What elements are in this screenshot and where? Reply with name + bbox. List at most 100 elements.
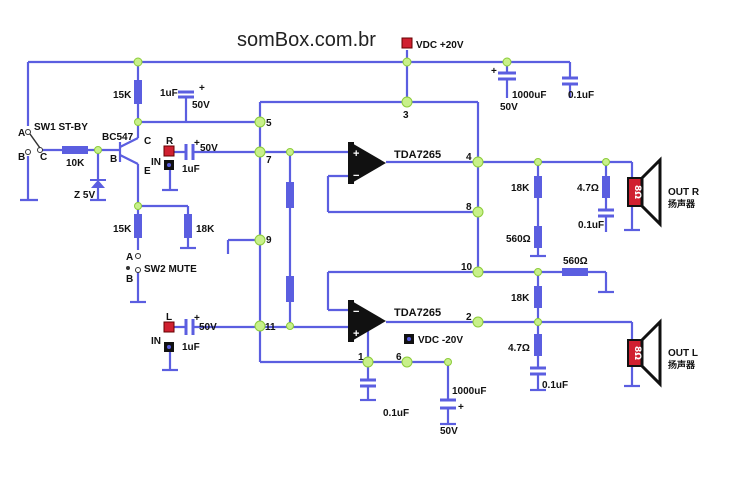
resistor-15k-mid bbox=[134, 214, 142, 238]
resistor-feedback-r bbox=[286, 182, 294, 208]
sw1-contact-a[interactable] bbox=[25, 129, 31, 135]
label-cap-in-r-v: 50V bbox=[200, 143, 218, 154]
sw2-contact-b[interactable] bbox=[135, 267, 141, 273]
label-r560-l: 560Ω bbox=[563, 256, 588, 267]
transistor-name: BC547 bbox=[102, 132, 134, 143]
polarity-marks: + + + + + bbox=[194, 66, 497, 413]
label-cap-in-r: 1uF bbox=[182, 164, 200, 175]
label-cap-01-l: 0.1uF bbox=[542, 380, 568, 391]
label-r18k-l: 18K bbox=[511, 293, 530, 304]
label-cap-01-top: 0.1uF bbox=[568, 90, 594, 101]
junction-nodes bbox=[94, 57, 610, 366]
input-l-jack-icon[interactable] bbox=[163, 321, 175, 333]
transistor-b: B bbox=[110, 154, 117, 165]
pin-label-4: 4 bbox=[466, 152, 472, 163]
pin-label-5: 5 bbox=[266, 118, 272, 129]
label-r10k: 10K bbox=[66, 158, 85, 169]
input-l-label: L bbox=[166, 312, 172, 323]
label-r15k-mid: 15K bbox=[113, 224, 132, 235]
sw1-b-label: B bbox=[18, 152, 25, 163]
pin-node-7 bbox=[254, 146, 266, 158]
sw2-contact-a[interactable] bbox=[135, 253, 141, 259]
zener-diode-icon bbox=[91, 180, 105, 188]
site-title: somBox.com.br bbox=[237, 29, 376, 51]
pin-node-6 bbox=[401, 356, 413, 368]
svg-text:−: − bbox=[353, 306, 359, 318]
sw1-lever[interactable] bbox=[29, 133, 41, 149]
label-cap-01-bot: 0.1uF bbox=[383, 408, 409, 419]
pin-node-10 bbox=[472, 266, 484, 278]
label-cap-in-l-v: 50V bbox=[199, 322, 217, 333]
vneg-label: VDC -20V bbox=[418, 335, 463, 346]
input-r-jack-icon[interactable] bbox=[163, 145, 175, 157]
label-cap-in-l: 1uF bbox=[182, 342, 200, 353]
speaker-r-impedance: 8Ω bbox=[632, 185, 642, 199]
label-cap-1000-top-v: 50V bbox=[500, 102, 518, 113]
resistor-4-7-l bbox=[534, 334, 542, 356]
resistor-4-7-r bbox=[602, 176, 610, 198]
resistor-560-l bbox=[562, 268, 588, 276]
svg-text:+: + bbox=[353, 328, 359, 340]
svg-text:+: + bbox=[194, 138, 200, 149]
input-l-in-label: IN bbox=[151, 336, 161, 347]
svg-text:+: + bbox=[458, 402, 464, 413]
transistor-e: E bbox=[144, 166, 151, 177]
pin-node-5 bbox=[254, 116, 266, 128]
label-cap-1000-bot-v: 50V bbox=[440, 426, 458, 437]
sw1-c-label: C bbox=[40, 152, 47, 163]
svg-text:+: + bbox=[353, 148, 359, 160]
label-r47-l: 4.7Ω bbox=[508, 343, 530, 354]
sw1-label: SW1 ST-BY bbox=[34, 122, 88, 133]
label-zener: Z 5V bbox=[74, 190, 95, 201]
svg-text:+: + bbox=[491, 66, 497, 77]
resistor-10k bbox=[62, 146, 88, 154]
transistor-c: C bbox=[144, 136, 151, 147]
pin-nodes bbox=[254, 96, 484, 368]
pin-labels: 1 2 3 4 5 6 7 8 9 10 11 bbox=[265, 110, 473, 363]
input-terminals bbox=[163, 145, 175, 352]
wires bbox=[20, 50, 640, 426]
vpos-terminal-icon[interactable] bbox=[401, 37, 413, 49]
ic-top-label: TDA7265 bbox=[394, 149, 441, 161]
pin-label-10: 10 bbox=[461, 262, 473, 273]
resistor-18k-r bbox=[534, 176, 542, 198]
pin-label-1: 1 bbox=[358, 352, 364, 363]
resistors bbox=[62, 80, 610, 356]
pin-node-8 bbox=[472, 206, 484, 218]
sw1-a-label: A bbox=[18, 128, 25, 139]
capacitors bbox=[178, 71, 614, 410]
pin-node-4 bbox=[472, 156, 484, 168]
resistor-feedback-l bbox=[286, 276, 294, 302]
pin-node-9 bbox=[254, 234, 266, 246]
pin-label-3: 3 bbox=[403, 110, 409, 121]
pin-label-7: 7 bbox=[266, 155, 272, 166]
resistor-560-r bbox=[534, 226, 542, 248]
speaker-l-impedance: 8Ω bbox=[632, 346, 642, 360]
resistor-18k-mid bbox=[184, 214, 192, 238]
input-r-in-label: IN bbox=[151, 157, 161, 168]
input-r-label: R bbox=[166, 136, 174, 147]
pin-label-8: 8 bbox=[466, 202, 472, 213]
label-r18k-r: 18K bbox=[511, 183, 530, 194]
sw2-pivot bbox=[126, 266, 130, 270]
label-cap-st: 1uF bbox=[160, 88, 178, 99]
component-labels: VDC +20V VDC -20V TDA7265 TDA7265 SW1 ST… bbox=[18, 40, 700, 437]
label-cap-st-v: 50V bbox=[192, 100, 210, 111]
label-cap-1000-bot: 1000uF bbox=[452, 386, 486, 397]
label-r18k-mid: 18K bbox=[196, 224, 215, 235]
pin-label-9: 9 bbox=[266, 235, 272, 246]
amp-bottom: − + bbox=[348, 300, 386, 342]
pin-label-6: 6 bbox=[396, 352, 402, 363]
sw1-contact-b[interactable] bbox=[25, 149, 31, 155]
output-l-label: OUT L bbox=[668, 348, 698, 359]
svg-text:−: − bbox=[353, 170, 359, 182]
sw2-label: SW2 MUTE bbox=[144, 264, 197, 275]
speaker-right-icon: 8Ω bbox=[627, 156, 662, 228]
label-r560-r: 560Ω bbox=[506, 234, 531, 245]
ic-bottom-label: TDA7265 bbox=[394, 307, 441, 319]
resistor-15k-top bbox=[134, 80, 142, 104]
switch-contacts bbox=[25, 129, 141, 273]
sw2-b-label: B bbox=[126, 274, 133, 285]
